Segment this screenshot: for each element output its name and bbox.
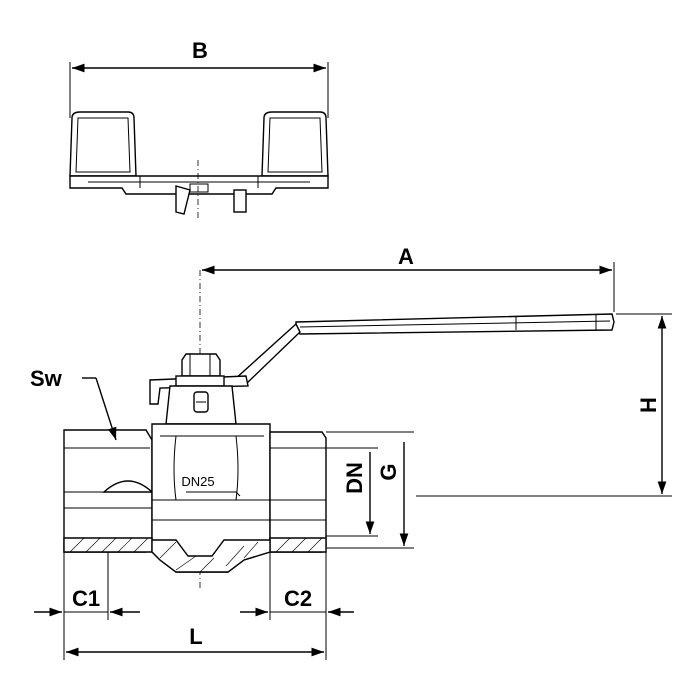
label-a: A <box>398 244 414 269</box>
dimension-h: H <box>416 313 672 497</box>
label-b: B <box>192 38 208 63</box>
sw-leader: Sw <box>30 366 117 441</box>
dimension-c2: C2 <box>240 552 354 660</box>
label-g: G <box>376 463 401 480</box>
label-c1: C1 <box>72 586 100 611</box>
label-c2: C2 <box>284 586 312 611</box>
ball-valve-front-view: DN25 <box>63 270 615 590</box>
dimension-l: L <box>66 624 324 657</box>
dimension-c1: C1 <box>34 552 140 660</box>
dimension-b: B <box>69 38 329 118</box>
label-dn: DN <box>342 462 367 494</box>
label-h: H <box>636 397 661 413</box>
label-l: L <box>189 624 202 649</box>
section-hatch <box>63 537 327 573</box>
body-marking: DN25 <box>181 474 214 489</box>
dimension-a: A <box>202 244 615 312</box>
dimension-dn: DN <box>326 447 378 537</box>
label-sw: Sw <box>30 366 63 391</box>
butterfly-handle-top-view <box>69 111 329 220</box>
dimension-g: G <box>326 431 414 549</box>
